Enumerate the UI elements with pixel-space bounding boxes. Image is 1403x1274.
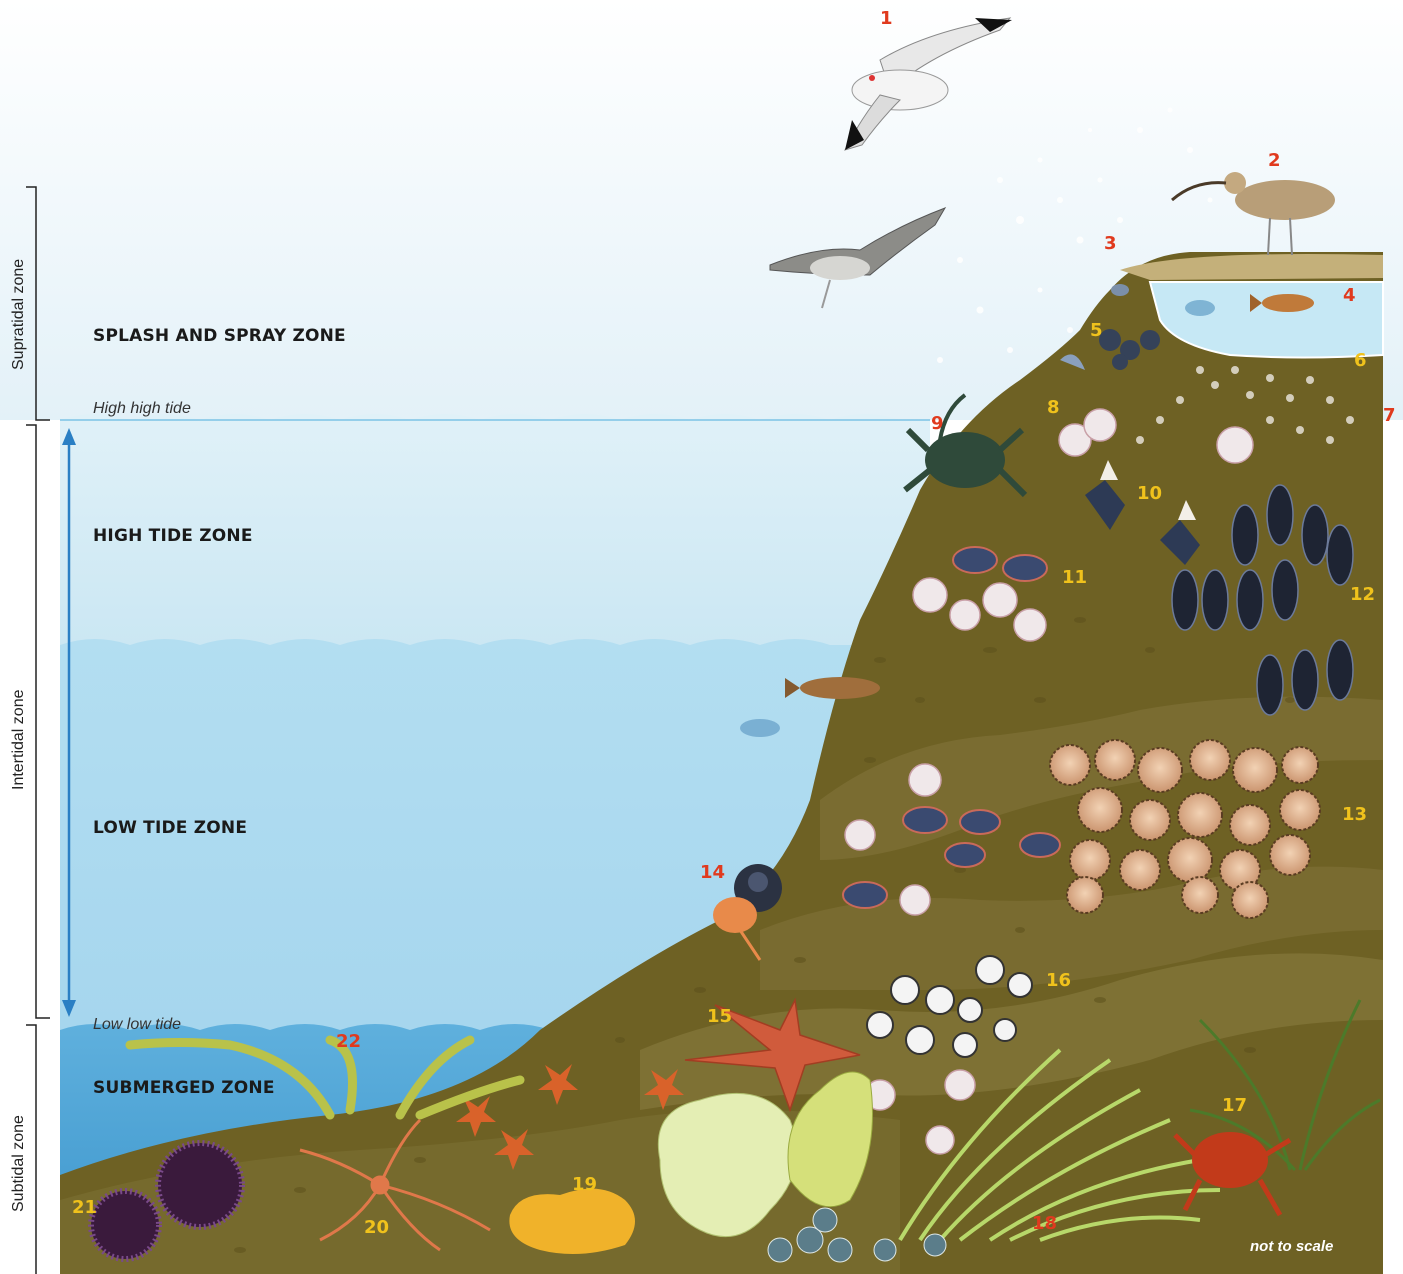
- species-number-6: 6: [1354, 350, 1367, 371]
- species-number-15: 15: [707, 1006, 732, 1027]
- species-number-12: 12: [1350, 584, 1375, 605]
- high-high-tide-label: High high tide: [93, 400, 191, 418]
- species-number-4: 4: [1343, 285, 1356, 306]
- species-number-10: 10: [1137, 483, 1162, 504]
- low-low-tide-label: Low low tide: [93, 1016, 181, 1034]
- species-number-5: 5: [1090, 320, 1103, 341]
- species-number-9: 9: [931, 413, 944, 434]
- low-tide-zone-label: LOW TIDE ZONE: [93, 818, 247, 838]
- species-number-22: 22: [336, 1031, 361, 1052]
- subtidal-zone-label: Subtidal zone: [10, 1115, 28, 1212]
- species-number-7: 7: [1383, 405, 1396, 426]
- species-number-21: 21: [72, 1197, 97, 1218]
- species-number-8: 8: [1047, 397, 1060, 418]
- splash-zone-label: SPLASH AND SPRAY ZONE: [93, 326, 346, 346]
- species-number-2: 2: [1268, 150, 1281, 171]
- species-number-16: 16: [1046, 970, 1071, 991]
- intertidal-zone-label: Intertidal zone: [10, 689, 28, 790]
- species-number-1: 1: [880, 8, 893, 29]
- high-tide-zone-label: HIGH TIDE ZONE: [93, 526, 253, 546]
- species-number-11: 11: [1062, 567, 1087, 588]
- species-number-3: 3: [1104, 233, 1117, 254]
- species-number-19: 19: [572, 1174, 597, 1195]
- species-number-17: 17: [1222, 1095, 1247, 1116]
- species-number-18: 18: [1032, 1213, 1057, 1234]
- submerged-zone-label: SUBMERGED ZONE: [93, 1078, 275, 1098]
- supratidal-zone-label: Supratidal zone: [10, 259, 28, 370]
- not-to-scale-note: not to scale: [1250, 1238, 1333, 1255]
- orange-sponge: [509, 1189, 635, 1254]
- species-number-13: 13: [1342, 804, 1367, 825]
- species-number-14: 14: [700, 862, 725, 883]
- species-number-20: 20: [364, 1217, 389, 1238]
